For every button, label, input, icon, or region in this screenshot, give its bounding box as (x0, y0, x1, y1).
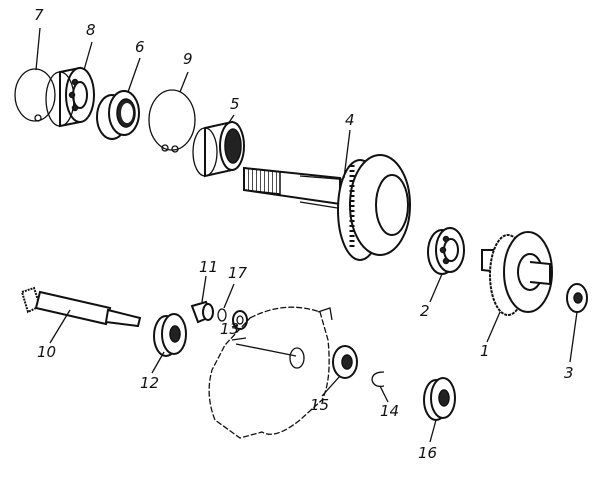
crankcase-cover (208, 306, 333, 439)
part-1-gear (481, 231, 553, 316)
callout-14: 14 (380, 402, 400, 420)
callout-16: 16 (418, 444, 438, 462)
callout-15: 15 (310, 396, 330, 414)
part-5-needle-bearing (192, 120, 245, 178)
part-11-nut (190, 300, 214, 324)
callout-7: 7 (34, 6, 44, 24)
callout-17: 17 (228, 264, 248, 282)
part-2-bearing (427, 227, 465, 275)
part-12-bearing (153, 313, 187, 357)
part-8-bearing (45, 66, 95, 128)
callout-6: 6 (135, 38, 145, 56)
callout-5: 5 (230, 95, 240, 113)
callout-3: 3 (564, 364, 574, 382)
callout-13: 13 (220, 320, 240, 338)
part-15-washer (332, 345, 358, 379)
callout-11: 11 (199, 258, 219, 276)
part-16-bearing (423, 377, 456, 421)
callout-1: 1 (480, 342, 490, 360)
callout-2: 2 (420, 302, 430, 320)
part-6-oil-seal (96, 90, 140, 140)
part-17-ring (217, 308, 227, 322)
part-14-clip (371, 371, 385, 388)
callout-10: 10 (37, 343, 57, 361)
part-10-kickstart-shaft (20, 286, 142, 328)
part-4-shaft-gear (243, 154, 411, 261)
part-9-circlip (148, 89, 196, 153)
callout-8: 8 (86, 21, 96, 39)
part-3-washer (566, 283, 588, 313)
callout-9: 9 (183, 50, 193, 68)
leader-lines (35, 27, 578, 443)
callout-4: 4 (345, 111, 355, 129)
part-7-circlip (14, 68, 56, 122)
callout-12: 12 (140, 374, 160, 392)
